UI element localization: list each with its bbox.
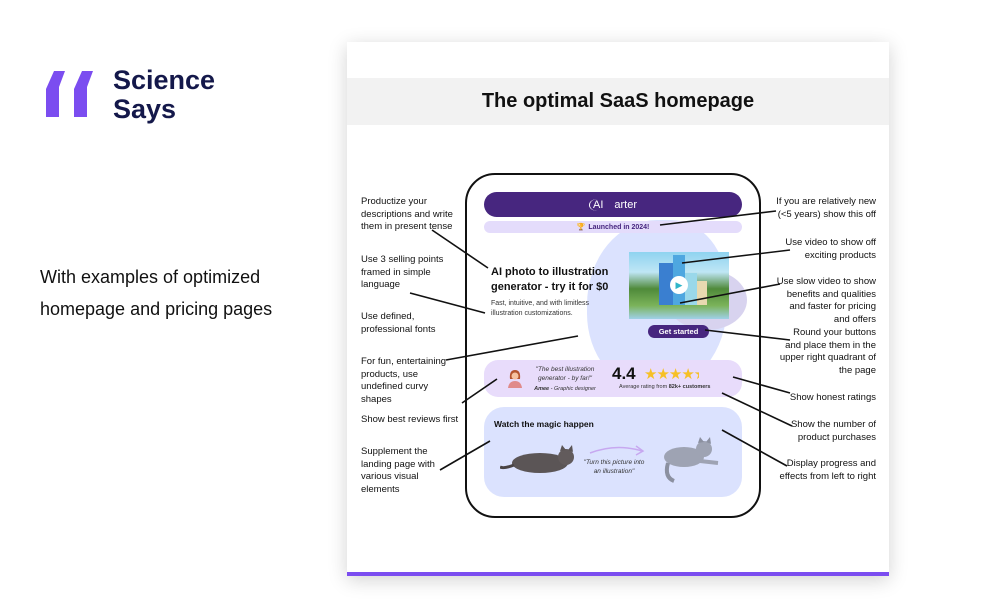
cat-illustration-icon (664, 437, 719, 483)
tagline: With examples of optimized homepage and … (40, 261, 272, 325)
trophy-icon: 🏆 (576, 224, 586, 231)
annotation-fonts: Use defined, professional fonts (361, 311, 436, 335)
brand-name: Science Says (113, 66, 215, 124)
annotation-purchases: Show the number of product purchases (790, 419, 876, 443)
annotation-curvy-shapes: For fun, entertaining products, use unde… (361, 356, 447, 405)
cat-photo-icon (500, 445, 574, 473)
play-icon[interactable]: ▶ (670, 276, 688, 294)
launch-text: Launched in 2024! (588, 223, 650, 231)
annotation-round-buttons: Round your buttons and place them in the… (779, 327, 876, 376)
mock-subtext: Fast, intuitive, and with limitless illu… (491, 300, 590, 317)
annotation-visual-elements: Supplement the landing page with various… (361, 446, 435, 495)
transform-caption: "Turn this picture into an illustration" (583, 459, 645, 475)
mock-logo-text: arter (614, 198, 638, 211)
annotation-video: Use video to show off exciting products (785, 237, 876, 261)
rating-caption-prefix: Average rating from (619, 384, 669, 390)
mock-headline: AI photo to illustration generator - try… (491, 266, 609, 293)
annotation-slow-video: Use slow video to show benefits and qual… (776, 276, 876, 325)
mock-navbar[interactable]: AI arter (484, 192, 742, 217)
tagline-line-2: homepage and pricing pages (40, 299, 273, 319)
rating-caption: Average rating from 82k+ customers (619, 384, 710, 390)
magic-section: Watch the magic happen "Turn this pictur… (484, 407, 742, 497)
review-quote: "The best illustration generator - by fa… (529, 365, 601, 394)
annotation-new-launch: If you are relatively new (<5 years) sho… (776, 196, 876, 220)
reviewer-name: Amee (534, 386, 550, 392)
mock-logo-icon: AI (588, 198, 606, 211)
magic-title: Watch the magic happen (494, 419, 594, 429)
star-rating-icon: ★★★★★ (644, 366, 707, 383)
review-quote-text: "The best illustration generator - by fa… (535, 366, 595, 382)
get-started-button[interactable]: Get started (648, 325, 709, 338)
reviewer-role: - Graphic designer (549, 386, 596, 392)
brand-line-1: Science (113, 65, 216, 95)
card-accent-bar (347, 572, 889, 576)
customer-count: 82k+ customers (668, 384, 711, 390)
annotation-best-reviews: Show best reviews first (361, 414, 459, 425)
transform-arrow-icon (589, 445, 645, 456)
reviews-banner: "The best illustration generator - by fa… (484, 360, 742, 397)
annotation-selling-points: Use 3 selling points framed in simple la… (361, 254, 444, 290)
brand-line-2: Says (113, 94, 177, 124)
quote-logo-icon (46, 71, 93, 117)
annotation-left-to-right: Display progress and effects from left t… (779, 458, 876, 482)
annotation-honest-ratings: Show honest ratings (789, 392, 876, 403)
card-title: The optimal SaaS homepage (347, 78, 889, 125)
reviewer-avatar-icon (508, 370, 522, 388)
launch-badge: 🏆 Launched in 2024! (484, 221, 742, 233)
rating-value: 4.4 (612, 364, 636, 383)
homepage-mockup: AI arter 🏆 Launched in 2024! AI photo to… (465, 173, 761, 518)
annotation-productize: Productize your descriptions and write t… (361, 196, 453, 232)
tagline-line-1: With examples of optimized (40, 267, 261, 287)
product-video[interactable]: ▶ (629, 252, 729, 319)
